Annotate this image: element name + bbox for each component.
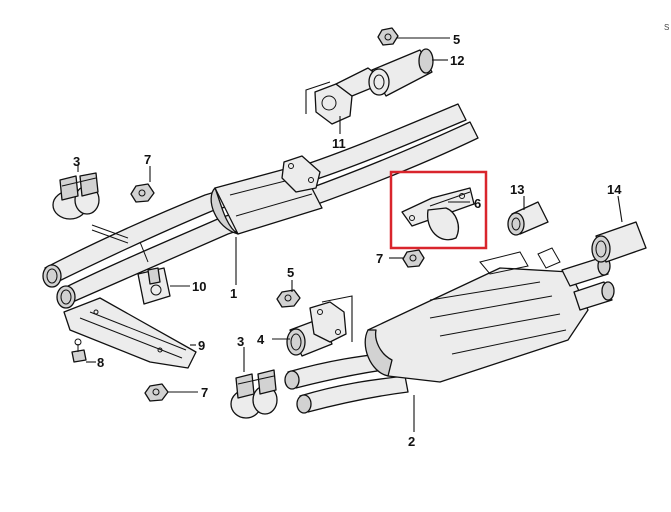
callout-9: 9 [198, 338, 205, 353]
highlight-box-part-6 [389, 170, 488, 250]
part-5-mid-nut [276, 289, 301, 308]
callout-7-upper: 7 [144, 152, 151, 167]
part-2-rear-silencer [284, 247, 615, 414]
part-1-front-pipe [42, 103, 479, 309]
callout-3-left: 3 [73, 154, 80, 169]
callout-12: 12 [450, 53, 464, 68]
part-9-heat-shield [63, 297, 197, 369]
leader-lines [77, 37, 623, 432]
part-14-tailpipe-tip [591, 221, 647, 263]
part-8-bolt [71, 338, 87, 363]
callout-6: 6 [474, 196, 481, 211]
part-12-connecting-pipe [368, 48, 434, 97]
part-10-rubber-mount [137, 267, 171, 305]
callout-5-top: 5 [453, 32, 460, 47]
part-7-nut-upper [130, 183, 155, 203]
part-13-tailpipe-tip [507, 201, 549, 236]
part-3-clamp-bottom [230, 369, 278, 419]
callout-7-right: 7 [376, 251, 383, 266]
corner-mark: S [664, 23, 669, 32]
part-4-intermediate-pipe [286, 301, 347, 357]
callout-11: 11 [332, 136, 346, 151]
callout-2: 2 [408, 434, 415, 449]
callout-7-lower: 7 [201, 385, 208, 400]
part-3-clamp-left [52, 172, 100, 220]
callout-3-bottom: 3 [237, 334, 244, 349]
callout-13: 13 [510, 182, 524, 197]
callout-10: 10 [192, 279, 206, 294]
callout-14: 14 [607, 182, 622, 197]
callout-8: 8 [97, 355, 104, 370]
callout-5-mid: 5 [287, 265, 294, 280]
callout-4: 4 [257, 332, 265, 347]
part-5-top-nut [377, 27, 399, 46]
part-7-nut-right [402, 249, 425, 268]
part-7-nut-lower [144, 383, 169, 402]
callout-1: 1 [230, 286, 237, 301]
callout-labels: 1 2 3 3 4 5 5 6 7 7 7 8 9 10 11 12 13 14 [73, 32, 622, 449]
part-6-rear-bracket [401, 187, 475, 241]
